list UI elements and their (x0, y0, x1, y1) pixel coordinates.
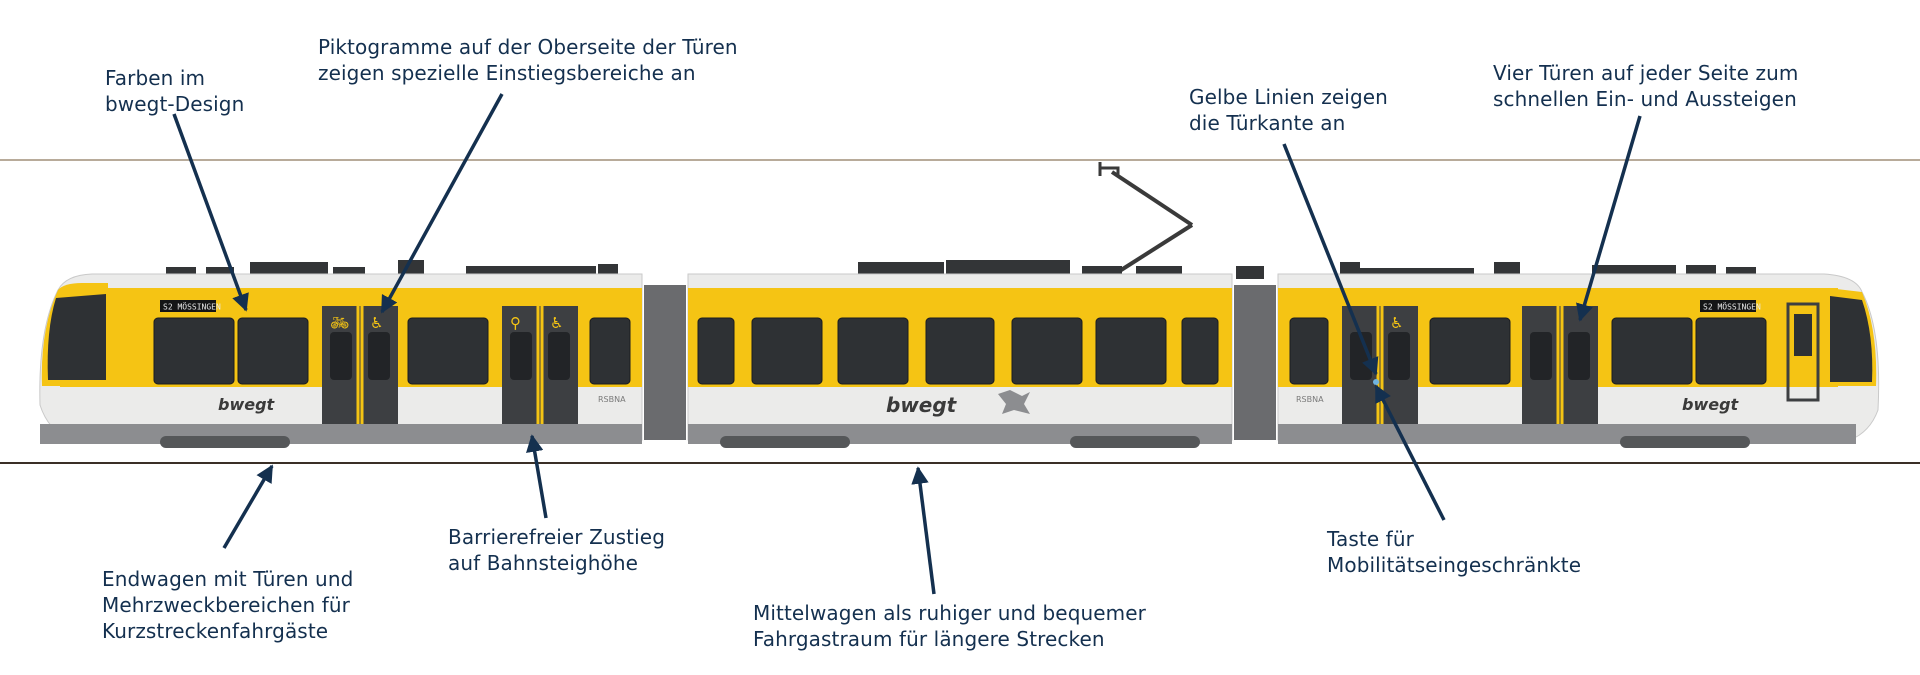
door-2 (502, 306, 578, 424)
destination-sign-right: S2 MÖSSINGEN (1700, 300, 1761, 312)
arrow-piktogramme (380, 93, 504, 314)
svg-text:S2 MÖSSINGEN: S2 MÖSSINGEN (1703, 302, 1761, 312)
brand-logo-left: bwegt (218, 395, 276, 414)
bwegt-logo: bwegt (218, 395, 276, 414)
articulation-joint-1 (644, 285, 686, 440)
lion-emblem-icon (998, 390, 1030, 414)
car-code-right: RSBNA (1296, 395, 1324, 404)
bwegt-logo: bwegt (1682, 395, 1740, 414)
destination-sign-left: S2 MÖSSINGEN (160, 300, 221, 312)
annotation-farben: Farben im bwegt-Design (105, 66, 245, 116)
pantograph (1098, 162, 1194, 278)
door-4 (1522, 306, 1598, 424)
annotation-piktogramme: Piktogramme auf der Oberseite der Türen … (318, 35, 738, 85)
wheelchair-icon: ♿︎ (1390, 314, 1403, 332)
annotation-endwagen: Endwagen mit Türen und Mehrzweckbereiche… (102, 567, 354, 643)
svg-text:S2 MÖSSINGEN: S2 MÖSSINGEN (163, 302, 221, 312)
door-1 (322, 306, 398, 424)
door-3 (1342, 306, 1418, 424)
arrow-endwagen (222, 464, 274, 549)
car-code-left: RSBNA (598, 395, 626, 404)
annotation-gelbe-linien: Gelbe Linien zeigen die Türkante an (1189, 85, 1388, 135)
brand-logo-right: bwegt (1682, 395, 1740, 414)
arrow-barrierefrei (526, 434, 548, 519)
arrow-mittelwagen (911, 466, 936, 595)
arrow-vier-tueren (1576, 115, 1642, 322)
doors (322, 302, 1820, 424)
brand-logo-middle: bwegt (886, 390, 1030, 417)
arrow-gelbe-linien (1282, 143, 1379, 376)
stroller-icon: ⚲ (510, 314, 521, 332)
windows (153, 317, 1767, 385)
wheelchair-icon: ♿︎ (370, 314, 383, 332)
annotation-vier-tueren: Vier Türen auf jeder Seite zum schnellen… (1493, 61, 1799, 111)
arrow-taste (1374, 384, 1446, 521)
bwegt-logo: bwegt (886, 393, 958, 417)
arrow-farben (172, 113, 249, 312)
driver-door (1786, 302, 1820, 402)
annotation-barrierefrei: Barrierefreier Zustieg auf Bahnsteighöhe (448, 525, 665, 575)
annotation-taste: Taste für Mobilitätseingeschränkte (1327, 527, 1582, 577)
articulation-joint-2 (1234, 285, 1276, 440)
door-pictograms: 🚲︎ ♿︎ ⚲ ♿︎ ♿︎ (330, 314, 1403, 332)
wheelchair-icon: ♿︎ (550, 314, 563, 332)
bicycle-icon: 🚲︎ (330, 314, 349, 332)
annotation-arrows (172, 93, 1642, 595)
annotation-mittelwagen: Mittelwagen als ruhiger und bequemer Fah… (753, 601, 1146, 651)
bogies (160, 436, 1750, 448)
